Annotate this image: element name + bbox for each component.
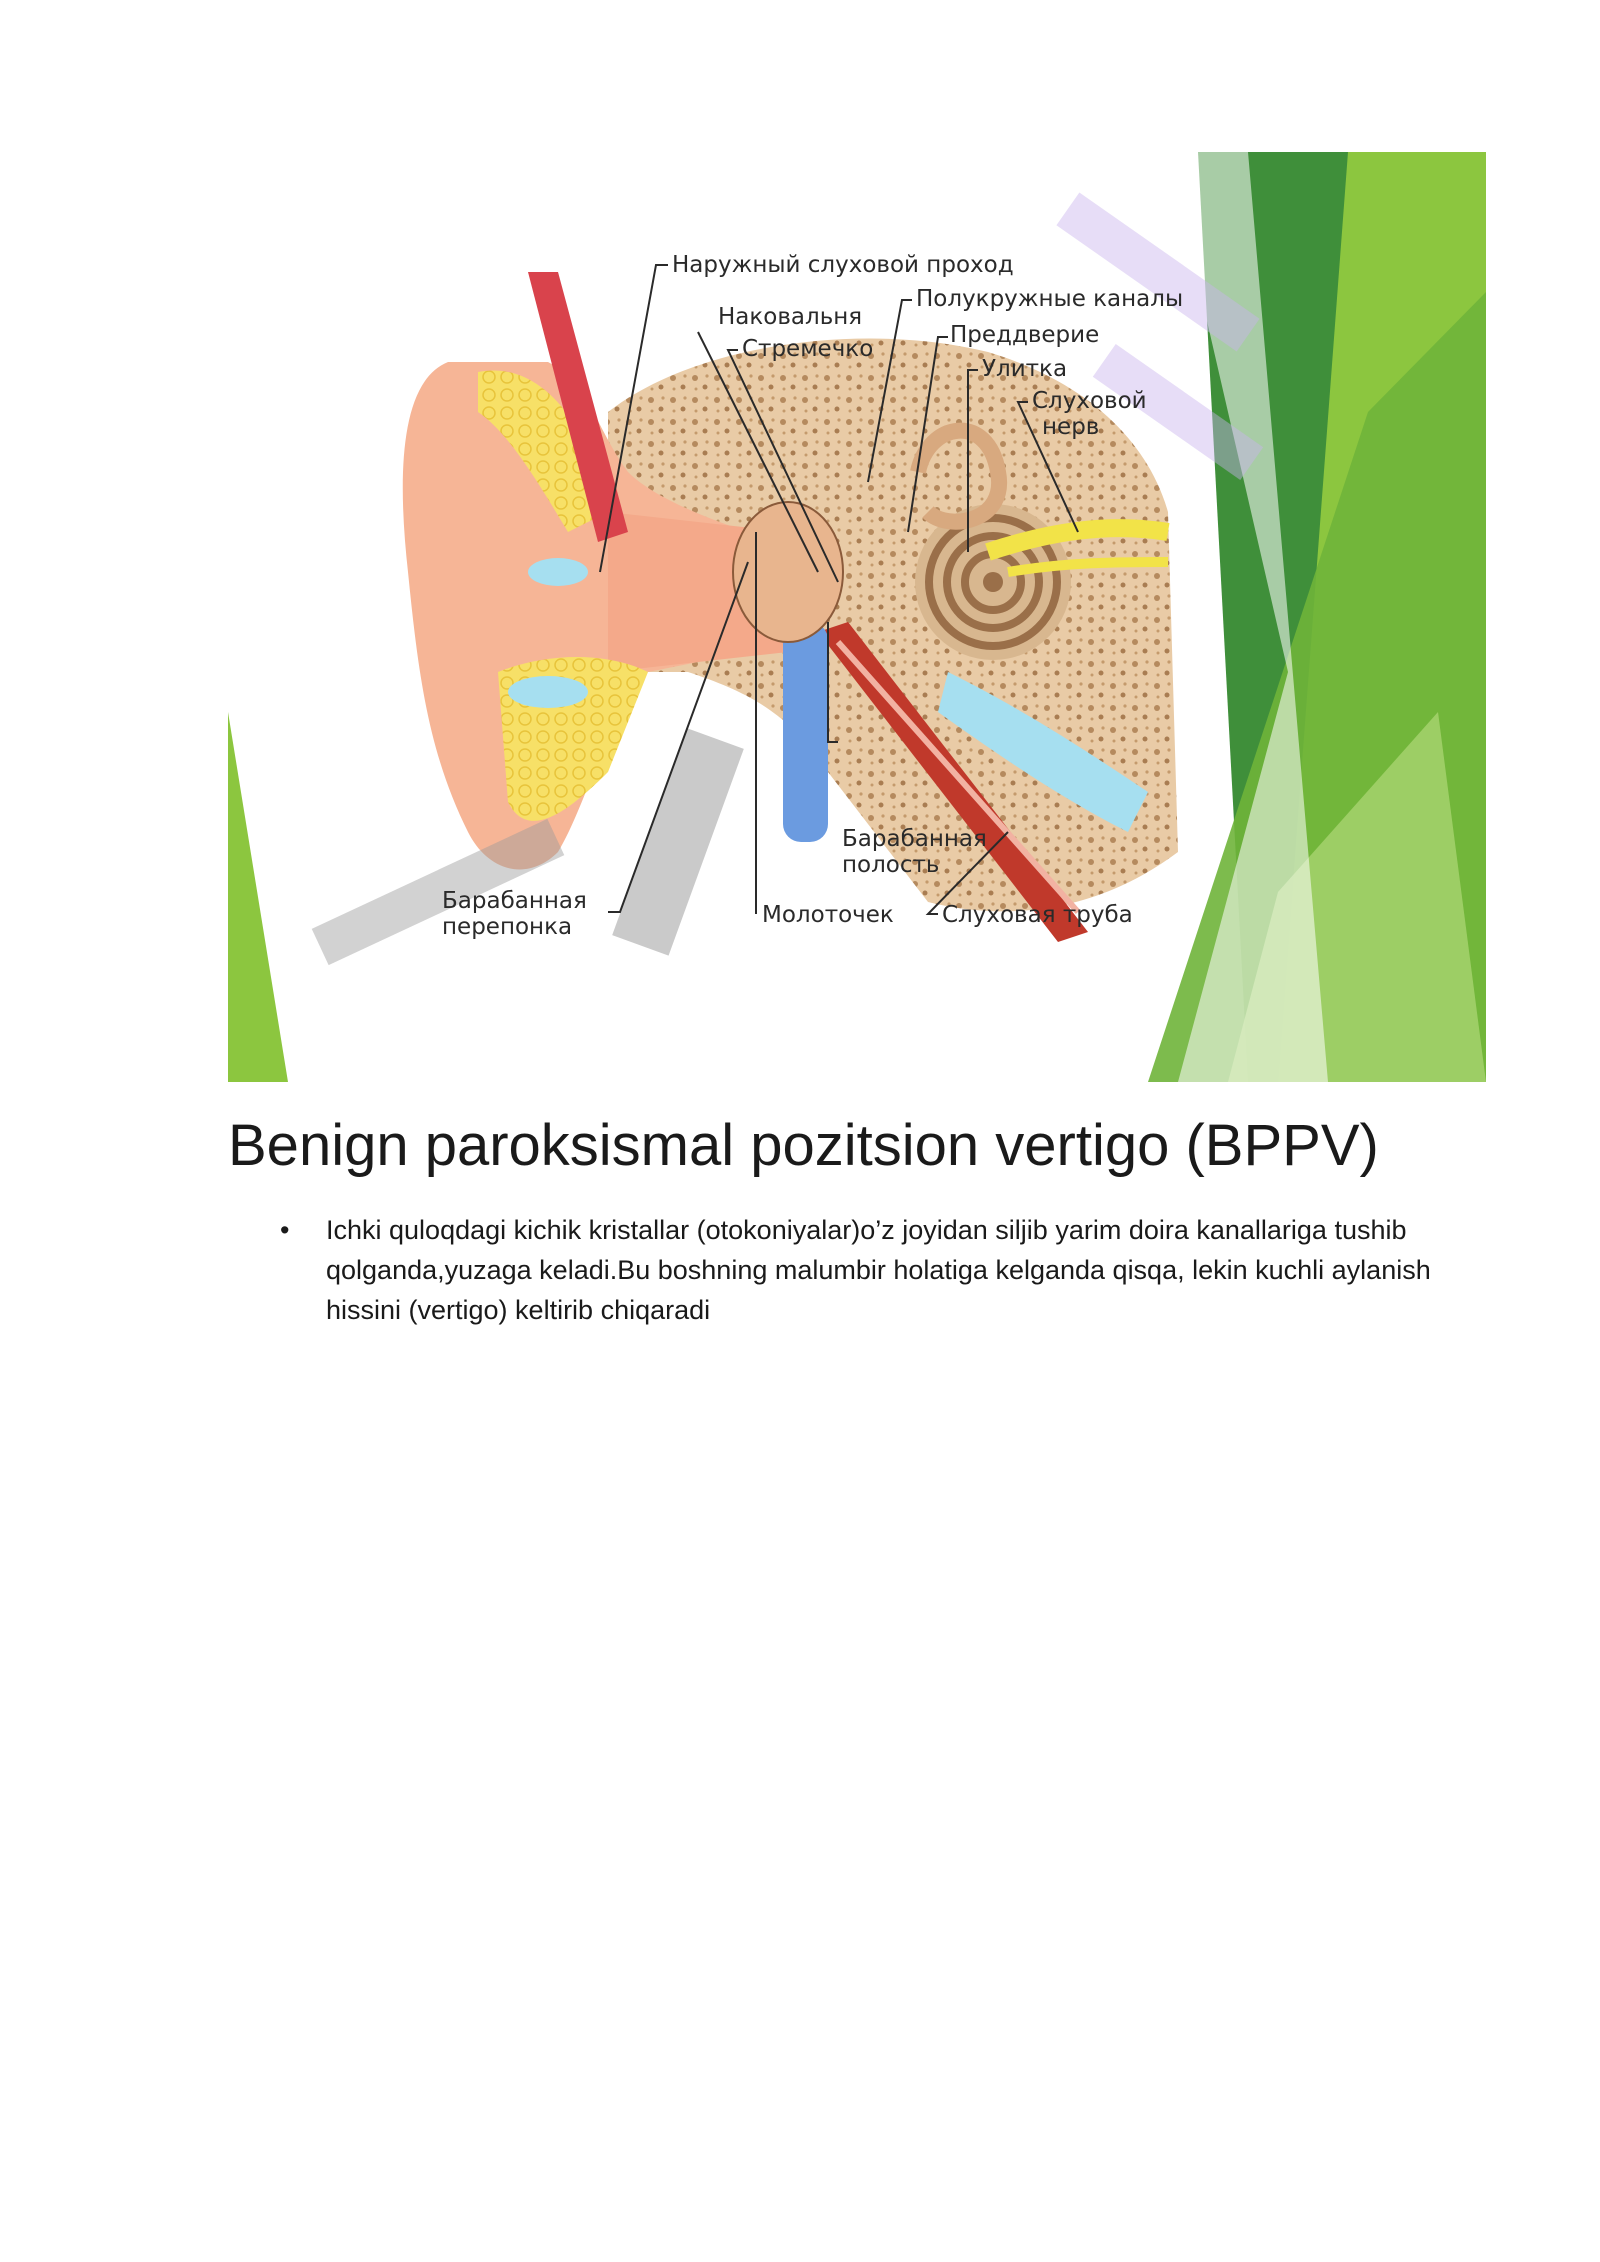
list-item: • Ichki quloqdagi kichik kristallar (oto… <box>228 1210 1478 1330</box>
page-heading: Benign paroksismal pozitsion vertigo (BP… <box>228 1113 1379 1178</box>
bullet-text: Ichki quloqdagi kichik kristallar (otoko… <box>326 1215 1431 1325</box>
green-shape-left <box>228 712 288 1082</box>
label-vestibule: Преддверие <box>950 322 1100 348</box>
label-stirrup: Стремечко <box>742 336 874 362</box>
middle-ear <box>732 501 844 643</box>
label-nerve-line1: Слуховой <box>1032 388 1147 414</box>
eustachian-tube <box>818 622 1088 942</box>
label-eardrum-line2: перепонка <box>442 914 573 940</box>
label-semicircular-canals: Полукружные каналы <box>916 286 1184 312</box>
muscle-strip <box>528 272 628 542</box>
label-tympanic-cavity-line2: полость <box>842 852 940 878</box>
label-eustachian-tube: Слуховая труба <box>942 902 1133 928</box>
label-nerve-line2: нерв <box>1042 414 1100 440</box>
ear-fat-upper <box>478 370 608 532</box>
watermark <box>311 192 1264 966</box>
blue-vessel <box>783 622 828 842</box>
outer-ear <box>402 362 748 870</box>
label-tympanic-cavity-line1: Барабанная <box>842 826 987 852</box>
label-anvil: Наковальня <box>718 304 863 330</box>
label-hammer: Молоточек <box>762 902 894 928</box>
inner-fluid <box>938 672 1148 832</box>
semicircular-canals <box>910 422 1008 530</box>
ear-anatomy-figure: Наружный слуховой проход Полукружные кан… <box>228 152 1486 1082</box>
bullet-list: • Ichki quloqdagi kichik kristallar (oto… <box>228 1210 1478 1330</box>
label-outer-canal: Наружный слуховой проход <box>672 252 1014 278</box>
bullet-marker: • <box>280 1215 290 1245</box>
white-cut <box>1168 152 1328 1082</box>
label-cochlea: Улитка <box>982 356 1068 382</box>
label-eardrum-line1: Барабанная <box>442 888 587 914</box>
ear-anatomy-illustration <box>228 152 1486 1082</box>
